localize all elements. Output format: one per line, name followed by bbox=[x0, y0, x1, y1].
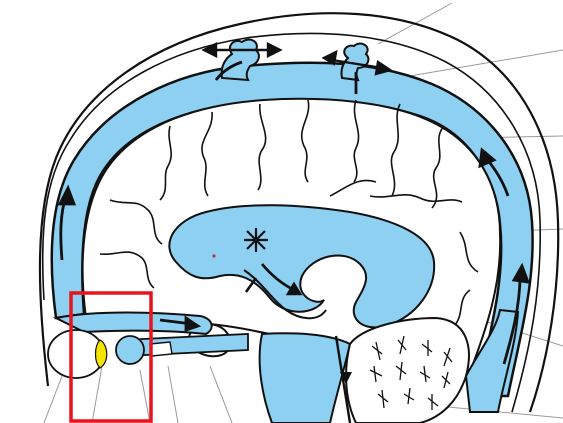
arrow-icon bbox=[374, 59, 393, 76]
arrow-icon bbox=[285, 281, 303, 296]
arrow-icon bbox=[266, 42, 283, 58]
leader-line-eye-3 bbox=[139, 369, 151, 423]
lateral-ventricle bbox=[168, 204, 436, 329]
basal-csf-band bbox=[52, 311, 213, 336]
ventricle-arrows bbox=[244, 263, 303, 296]
leader-line-eye-4 bbox=[167, 365, 179, 423]
optic-disc bbox=[115, 335, 145, 365]
arrow-icon bbox=[321, 49, 338, 66]
arrow-icon bbox=[57, 184, 77, 206]
eye bbox=[47, 329, 145, 379]
flow-arrows bbox=[57, 60, 531, 365]
leader-line-eye-5 bbox=[209, 365, 233, 423]
leader-line-eye-2 bbox=[91, 365, 103, 423]
leader-line-eye-1 bbox=[43, 375, 63, 423]
fourth-ventricle-channel bbox=[334, 335, 352, 423]
cerebellum-folia bbox=[369, 335, 453, 410]
ventricle-dot bbox=[212, 254, 216, 258]
arrow-icon bbox=[201, 42, 218, 58]
optic-nerve-sheath bbox=[149, 341, 173, 357]
granulation-right bbox=[340, 42, 370, 82]
skull-outline bbox=[41, 32, 542, 413]
eye-lens bbox=[94, 339, 108, 369]
arrow-icon bbox=[478, 147, 497, 169]
posterior-csf-channel bbox=[464, 308, 520, 413]
leader-line-skull bbox=[397, 49, 563, 79]
arrow-icon bbox=[184, 315, 202, 332]
arrow-icon bbox=[340, 372, 352, 384]
star-icon bbox=[244, 228, 268, 252]
arrow-icon bbox=[511, 262, 531, 284]
third-ventricle bbox=[243, 269, 327, 320]
head-outline bbox=[38, 12, 560, 413]
highlight-box bbox=[69, 291, 153, 423]
sinus-arrows bbox=[201, 42, 393, 76]
brainstem bbox=[258, 332, 352, 423]
